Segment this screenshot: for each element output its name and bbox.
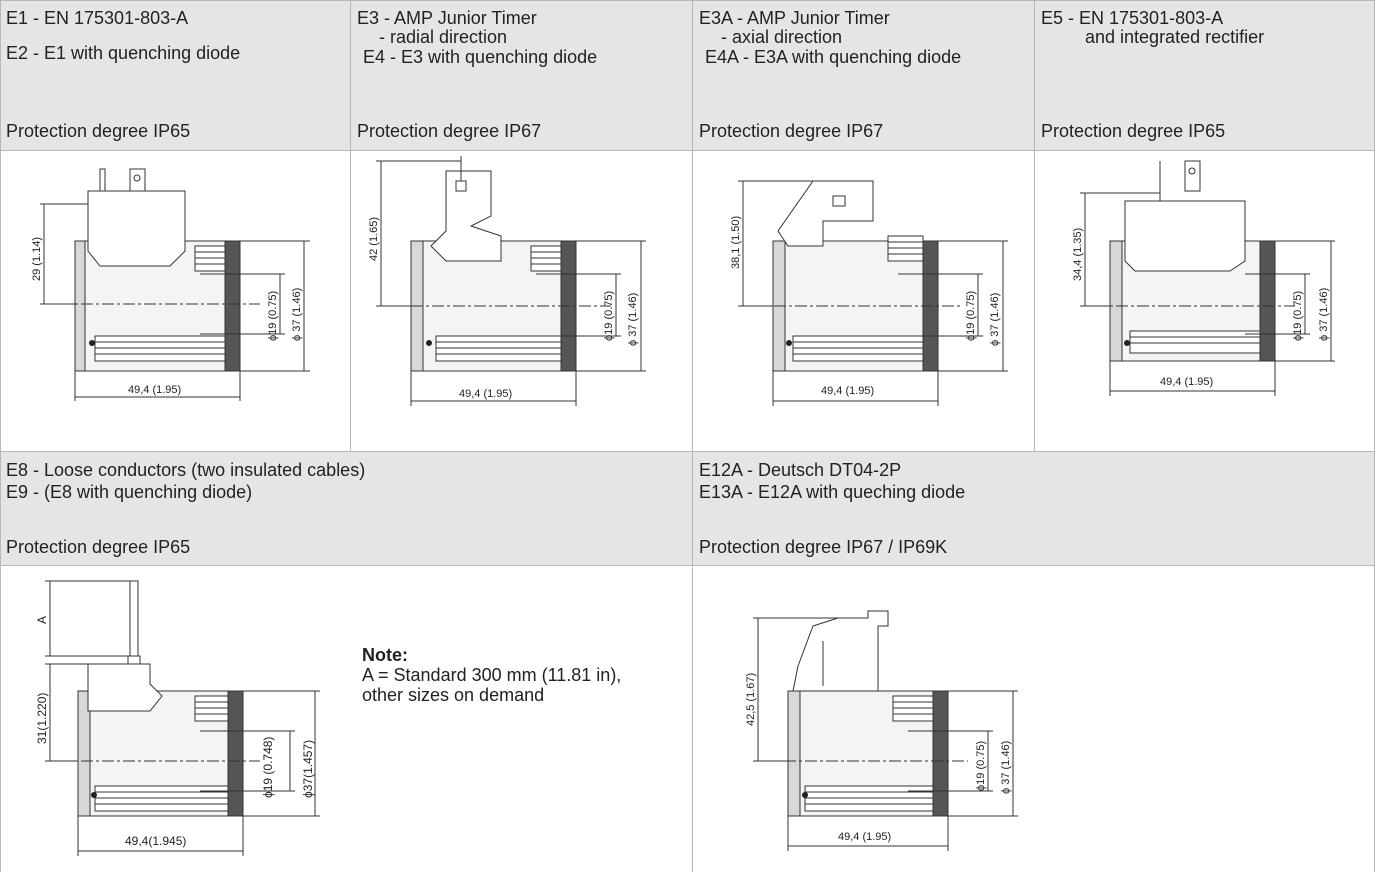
note-block: Note: A = Standard 300 mm (11.81 in), ot…: [362, 645, 621, 705]
e5-inner-dia: ϕ19 (0.75): [1292, 291, 1304, 341]
header-e5-line2: and integrated rectifier: [1085, 27, 1265, 47]
grid-line: [0, 451, 1375, 452]
grid-line: [0, 150, 1375, 151]
drawing-e3a: 38,1 (1.50) ϕ19 (0.75) ϕ 37 (1.46) 49,4 …: [730, 180, 1008, 406]
drawing-e12a: 42,5 (1.67) ϕ19 (0.75) ϕ 37 (1.46) 49,4 …: [745, 610, 1018, 851]
header-e3: E3 - AMP Junior Timer - radial direction…: [351, 0, 692, 150]
e5-outer-dia: ϕ 37 (1.46): [1318, 288, 1330, 341]
header-e1: E1 - EN 175301-803-A E2 - E1 with quench…: [0, 0, 350, 150]
e12a-outer-dia: ϕ 37 (1.46): [1000, 741, 1012, 794]
e1-length-dim: 49,4 (1.95): [128, 384, 181, 396]
note-line2: other sizes on demand: [362, 685, 545, 705]
grid-line: [692, 0, 693, 872]
header-e3a-line2: - axial direction: [721, 27, 843, 47]
header-e3a-line1: E3A - AMP Junior Timer: [699, 8, 890, 28]
e5-length-dim: 49,4 (1.95): [1160, 376, 1213, 388]
e3a-outer-dia: ϕ 37 (1.46): [989, 293, 1001, 346]
e1-height-dim: 29 (1.14): [31, 237, 43, 281]
e3a-height-dim: 38,1 (1.50): [730, 216, 742, 269]
e5-height-dim: 34,4 (1.35): [1072, 228, 1084, 281]
header-e8: E8 - Loose conductors (two insulated cab…: [0, 452, 692, 565]
header-e3-protection: Protection degree IP67: [357, 121, 542, 141]
e12a-inner-dia: ϕ19 (0.75): [975, 741, 987, 791]
grid-line: [0, 565, 1375, 566]
header-e3-line3: E4 - E3 with quenching diode: [363, 47, 598, 67]
header-e3a-line3: E4A - E3A with quenching diode: [705, 47, 962, 67]
header-e3a: E3A - AMP Junior Timer - axial direction…: [693, 0, 1034, 150]
e3-length-dim: 49,4 (1.95): [459, 388, 512, 400]
drawing-e1: 29 (1.14) ϕ19 (0.75) ϕ 37 (1.46) 49,4 (1…: [31, 168, 310, 401]
drawing-e8: A 31(1.220) ϕ19 (0.748) ϕ37(1.457) 49,4(…: [35, 580, 320, 856]
e12a-length-dim: 49,4 (1.95): [838, 831, 891, 843]
drawing-e3: 42 (1.65) ϕ19 (0.75) ϕ 37 (1.46) 49,4 (1…: [368, 156, 646, 406]
header-e5-protection: Protection degree IP65: [1041, 121, 1226, 141]
e3-height-dim: 42 (1.65): [368, 217, 380, 261]
header-e3a-protection: Protection degree IP67: [699, 121, 884, 141]
e8-outer-dia: ϕ37(1.457): [301, 740, 315, 798]
e3a-inner-dia: ϕ19 (0.75): [965, 291, 977, 341]
e12a-height-dim: 42,5 (1.67): [745, 673, 757, 726]
header-e3-line1: E3 - AMP Junior Timer: [357, 8, 537, 28]
header-e8-line1: E8 - Loose conductors (two insulated cab…: [6, 460, 366, 480]
grid-line: [1034, 0, 1035, 451]
header-e8-protection: Protection degree IP65: [6, 537, 191, 557]
e8-length-dim: 49,4(1.945): [125, 834, 186, 848]
header-e1-line1: E1 - EN 175301-803-A: [6, 8, 189, 28]
note-line1: A = Standard 300 mm (11.81 in),: [362, 665, 622, 685]
header-e5-line1: E5 - EN 175301-803-A: [1041, 8, 1224, 28]
header-e3-line2: - radial direction: [379, 27, 508, 47]
e8-height-dim: 31(1.220): [35, 693, 49, 744]
header-e12a: E12A - Deutsch DT04-2P E13A - E12A with …: [693, 452, 1375, 565]
header-e12a-line1: E12A - Deutsch DT04-2P: [699, 460, 902, 480]
header-e1-protection: Protection degree IP65: [6, 121, 191, 141]
e3-inner-dia: ϕ19 (0.75): [603, 291, 615, 341]
e3a-length-dim: 49,4 (1.95): [821, 385, 874, 397]
grid-line: [0, 0, 1375, 1]
grid-line: [350, 0, 351, 451]
e1-inner-dia: ϕ19 (0.75): [267, 291, 279, 341]
e8-cable-dim: A: [35, 616, 49, 624]
drawing-e5: 34,4 (1.35) ϕ19 (0.75) ϕ 37 (1.46) 49,4 …: [1072, 160, 1335, 396]
grid-line: [0, 0, 1, 872]
e1-outer-dia: ϕ 37 (1.46): [291, 288, 303, 341]
header-e8-line2: E9 - (E8 with quenching diode): [6, 482, 253, 502]
note-title: Note:: [362, 645, 408, 665]
header-e12a-line2: E13A - E12A with queching diode: [699, 482, 966, 502]
header-e12a-protection: Protection degree IP67 / IP69K: [699, 537, 948, 557]
e3-outer-dia: ϕ 37 (1.46): [627, 293, 639, 346]
header-e1-line2: E2 - E1 with quenching diode: [6, 43, 241, 63]
header-e5: E5 - EN 175301-803-A and integrated rect…: [1035, 0, 1375, 150]
e8-inner-dia: ϕ19 (0.748): [261, 737, 275, 798]
